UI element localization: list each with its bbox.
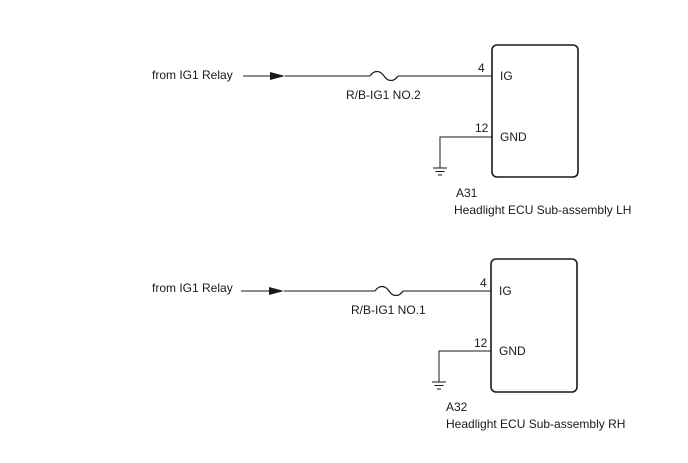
connector-code-rh: A32 bbox=[446, 400, 468, 414]
circuit-rh: from IG1 Relay R/B-IG1 NO.1 4 12 IG GND … bbox=[152, 258, 625, 431]
input-arrow-head-rh bbox=[269, 287, 284, 295]
fuse-icon-lh bbox=[369, 70, 399, 82]
pin-ig-label-rh: IG bbox=[499, 284, 512, 298]
fuse-label-rh: R/B-IG1 NO.1 bbox=[351, 303, 426, 317]
ecu-box-rh bbox=[490, 258, 578, 393]
fuse-label-lh: R/B-IG1 NO.2 bbox=[346, 88, 421, 102]
pin-gnd-number-rh: 12 bbox=[474, 336, 488, 350]
input-arrow-head-lh bbox=[270, 72, 285, 80]
ground-wire-lh bbox=[439, 136, 492, 168]
ground-wire-rh bbox=[438, 350, 491, 382]
component-name-rh: Headlight ECU Sub-assembly RH bbox=[446, 417, 625, 431]
connector-code-lh: A31 bbox=[456, 186, 478, 200]
pin-gnd-label-rh: GND bbox=[499, 344, 526, 358]
circuit-lh: from IG1 Relay R/B-IG1 NO.2 4 12 IG GND … bbox=[152, 44, 631, 217]
pin-gnd-number-lh: 12 bbox=[475, 121, 489, 135]
pin-ig-label-lh: IG bbox=[500, 69, 513, 83]
component-name-lh: Headlight ECU Sub-assembly LH bbox=[454, 203, 631, 217]
ecu-box-lh bbox=[491, 44, 579, 178]
pin-ig-number-lh: 4 bbox=[478, 61, 485, 75]
ground-symbol-icon-rh bbox=[432, 381, 446, 390]
pin-ig-number-rh: 4 bbox=[480, 276, 487, 290]
source-label-rh: from IG1 Relay bbox=[152, 281, 233, 295]
pin-gnd-label-lh: GND bbox=[500, 130, 527, 144]
fuse-icon-rh bbox=[374, 285, 404, 297]
ground-symbol-icon-lh bbox=[433, 167, 447, 176]
source-label-lh: from IG1 Relay bbox=[152, 68, 233, 82]
